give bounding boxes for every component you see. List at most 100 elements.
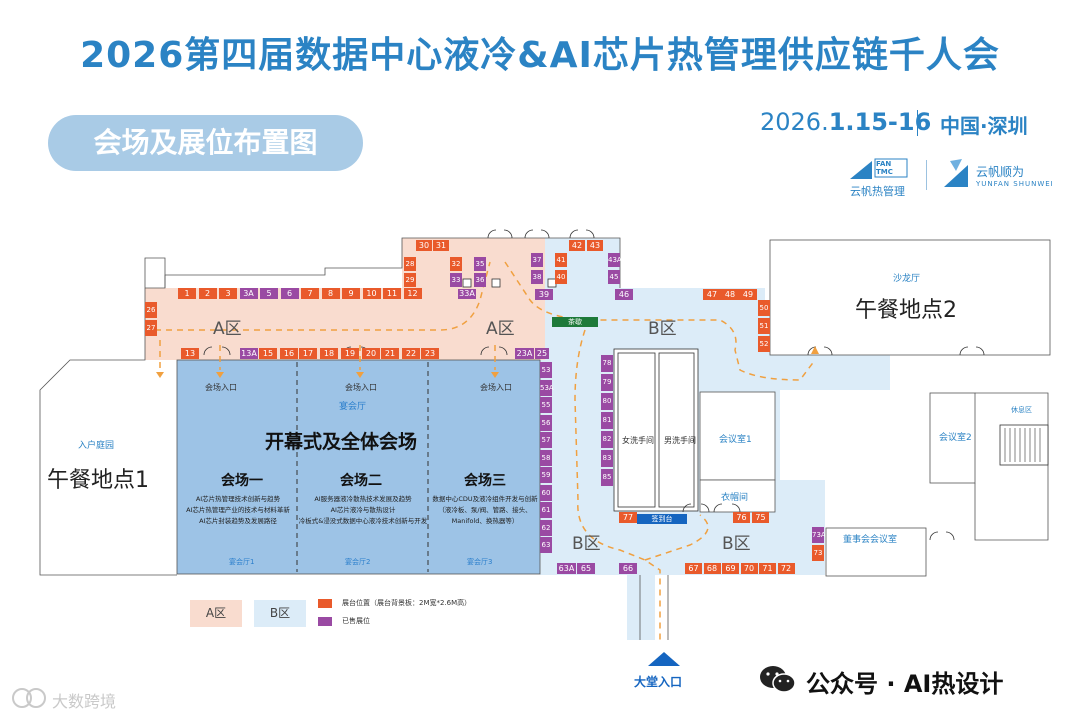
watermark-text: 大数跨境 — [52, 692, 117, 711]
booth-85: 85 — [601, 469, 613, 486]
zone-a-label-2: A区 — [486, 319, 515, 339]
booth-59: 59 — [540, 467, 552, 483]
hall1-title: 会场一 — [221, 473, 263, 489]
legend-zone-a: A区 — [190, 600, 242, 627]
hall3-sub-label: 宴会厅3 — [467, 558, 493, 566]
booth-43A: 43A — [608, 253, 622, 267]
legend-booth-sold: 已售展位 — [342, 617, 370, 625]
booth-38: 38 — [531, 270, 543, 284]
hall1-entrance-label: 会场入口 — [205, 383, 237, 392]
booth-49: 49 — [739, 289, 757, 300]
restroom-male-label: 男洗手间 — [664, 436, 696, 445]
main-hall-title: 开幕式及全体会场 — [265, 431, 418, 453]
booth-19: 19 — [341, 348, 359, 359]
booth-23: 23 — [421, 348, 439, 359]
main-hall-area — [176, 359, 541, 575]
booth-17: 17 — [299, 348, 317, 359]
lunch1-area-label: 入户庭园 — [78, 441, 115, 451]
booth-15: 15 — [259, 348, 277, 359]
legend-booth-position: 展台位置（展台背景板：2M宽*2.6M高） — [342, 599, 472, 607]
booth-22: 22 — [402, 348, 420, 359]
booth-10: 10 — [362, 288, 381, 299]
booth-76: 76 — [733, 512, 750, 523]
booth-73A: 73A — [812, 527, 826, 543]
booth-75: 75 — [752, 512, 769, 523]
booth-79: 79 — [601, 374, 613, 391]
watermark-logo-icon — [10, 686, 48, 710]
hall3-title: 会场三 — [464, 473, 506, 489]
tea-break-sign: 茶歇 — [552, 317, 598, 327]
booth-29: 29 — [404, 273, 416, 287]
wechat-icon — [758, 663, 798, 695]
booth-73: 73 — [812, 545, 824, 561]
logo1-text: 云帆热管理 — [850, 185, 905, 198]
booth-31: 31 — [433, 240, 449, 251]
booth-47: 47 — [703, 289, 721, 300]
banquet-hall-label: 宴会厅 — [339, 402, 367, 412]
booth-51: 51 — [758, 318, 770, 334]
hall2-title: 会场二 — [340, 473, 382, 489]
booth-43: 43 — [587, 240, 603, 251]
booth-53A: 53A — [540, 379, 554, 396]
lunch2-area-label: 沙龙厅 — [893, 274, 921, 284]
booth-82: 82 — [601, 431, 613, 448]
booth-26: 26 — [145, 302, 157, 318]
booth-63: 63 — [540, 537, 552, 553]
booth-69: 69 — [722, 563, 739, 574]
lunch1-label: 午餐地点1 — [47, 468, 149, 493]
restroom-female-label: 女洗手间 — [622, 436, 654, 445]
yunfan-logo — [942, 157, 972, 189]
booth-7: 7 — [301, 288, 319, 299]
booth-27: 27 — [145, 320, 157, 336]
divider — [917, 110, 918, 136]
booth-3A: 3A — [239, 288, 258, 299]
booth-40: 40 — [555, 270, 567, 284]
booth-39: 39 — [535, 289, 553, 300]
booth-1: 1 — [178, 288, 196, 299]
booth-25: 25 — [535, 348, 549, 359]
booth-55: 55 — [540, 397, 552, 413]
booth-68: 68 — [703, 563, 721, 574]
booth-32: 32 — [450, 257, 462, 271]
wechat-account: 公众号 · AI热设计 — [806, 670, 1004, 698]
booth-57: 57 — [540, 432, 552, 448]
hall3-entrance-label: 会场入口 — [480, 383, 512, 392]
booth-52: 52 — [758, 336, 770, 352]
booth-33: 33 — [450, 273, 462, 287]
booth-63A: 63A — [557, 563, 576, 574]
logo-divider — [926, 160, 927, 190]
hall2-entrance-label: 会场入口 — [345, 383, 377, 392]
booth-30: 30 — [416, 240, 432, 251]
booth-65: 65 — [577, 563, 595, 574]
legend-booth-position-swatch — [318, 599, 332, 608]
booth-70: 70 — [740, 563, 758, 574]
booth-53: 53 — [540, 362, 552, 378]
booth-45: 45 — [608, 270, 620, 284]
booth-83: 83 — [601, 450, 613, 467]
subtitle-pill — [48, 115, 363, 171]
booth-60: 60 — [540, 484, 552, 501]
booth-62: 62 — [540, 519, 552, 536]
booth-16: 16 — [280, 348, 298, 359]
booth-46: 46 — [615, 289, 633, 300]
booth-37: 37 — [531, 253, 543, 267]
hall1-topic: AI芯片封装趋势及发展路径 — [199, 517, 277, 525]
hall1-topics: AI芯片热管理技术创新与趋势 AI芯片热管理产业的技术与材料革新 AI芯片封装趋… — [183, 494, 293, 527]
booth-72: 72 — [777, 563, 795, 574]
booth-80: 80 — [601, 393, 613, 410]
booth-12: 12 — [403, 288, 422, 299]
hall3-topic: 数据中心CDU及液冷组件开发与创新 — [432, 495, 538, 503]
zone-b-label-2: B区 — [572, 534, 601, 554]
fantmc-mark: FAN TMC — [876, 160, 893, 176]
meeting-room2-outline — [929, 392, 976, 484]
booth-35: 35 — [474, 257, 486, 271]
booth-61: 61 — [540, 502, 552, 518]
fantmc-logo-icon — [850, 158, 908, 179]
yunfan-logo-icon — [944, 159, 968, 187]
date-days: 1.15-16 — [828, 108, 932, 136]
hall2-sub-label: 宴会厅2 — [345, 558, 371, 566]
booth-66: 66 — [619, 563, 637, 574]
meeting-room1-label: 会议室1 — [719, 435, 752, 445]
booth-41: 41 — [555, 253, 567, 267]
fantmc-logo — [850, 157, 908, 179]
